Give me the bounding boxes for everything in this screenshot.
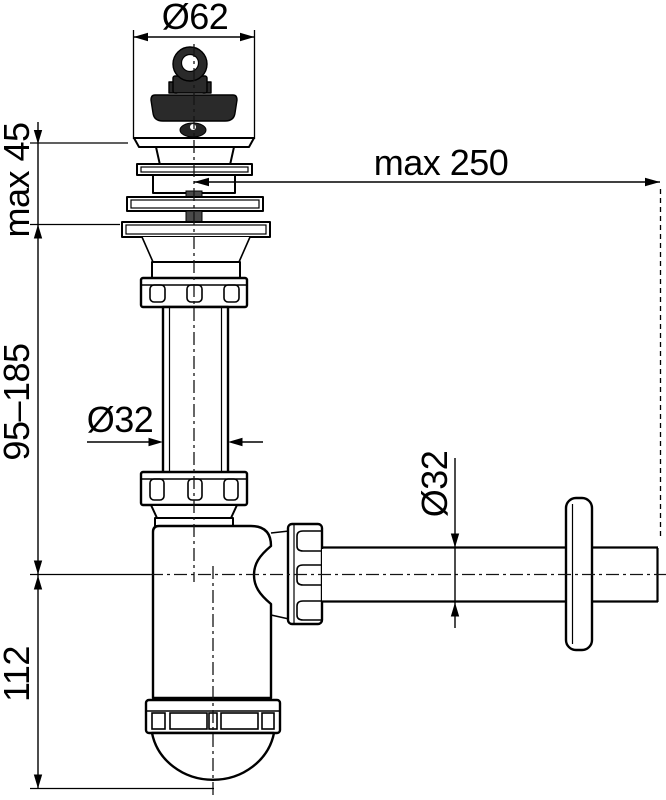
arrow-down-icon <box>450 533 460 548</box>
arrow-up-icon <box>33 575 43 590</box>
arrow-right-icon <box>645 177 660 187</box>
tube-union-nut-slot <box>223 478 239 501</box>
dimension-inlet-height: 95–185 <box>0 343 43 575</box>
tailpiece-collar <box>151 261 241 279</box>
arrow-right-icon <box>240 32 255 42</box>
arrow-down-icon <box>33 560 43 575</box>
dimension-inlet-diameter: Ø32 <box>87 399 263 447</box>
metal-washer-plate <box>126 196 264 212</box>
inlet-tube-inner-lines <box>168 307 223 473</box>
inlet-tube-wall <box>161 305 230 475</box>
arrow-left-icon <box>133 32 148 42</box>
dimension-label-wall-distance: max 250 <box>374 142 509 183</box>
arrow-left-icon <box>194 177 209 187</box>
centerlines <box>150 44 666 798</box>
extension-lines <box>30 573 214 790</box>
cup-nut-panel <box>169 712 208 730</box>
arrow-right-icon <box>148 437 163 447</box>
trap-body-assembly <box>144 522 324 781</box>
extension-lines <box>132 30 256 139</box>
shoulder-fill <box>142 237 250 262</box>
outlet-nut-slot <box>296 530 322 552</box>
dimension-label-trap-height: 112 <box>0 646 37 702</box>
dimension-label-outlet-diameter: Ø32 <box>414 451 455 518</box>
arrow-left-icon <box>228 437 243 447</box>
dimension-label-inlet-diameter: Ø32 <box>87 399 154 440</box>
plug-stopper <box>150 94 238 122</box>
upper-locknut-slot <box>223 284 240 303</box>
extension-lines <box>30 142 128 226</box>
trap-cup <box>150 731 276 781</box>
flange-screw-slot <box>190 124 196 130</box>
cup-nut-panel <box>220 712 259 730</box>
friction-washer-inner-line <box>125 224 267 235</box>
dimension-label-plug-diameter: Ø62 <box>162 0 229 37</box>
cup-nut-slot <box>151 712 166 730</box>
friction-washer-plate <box>121 221 271 238</box>
dimension-trap-height: 112 <box>0 573 214 790</box>
dimension-plug-diameter: Ø62 <box>132 0 256 139</box>
dimension-label-sink-thickness: max 45 <box>0 122 37 237</box>
arrow-up-icon <box>450 602 460 617</box>
drain-plug-assembly <box>150 46 238 138</box>
arrow-down-icon <box>33 774 43 789</box>
arrow-down-icon <box>33 130 43 144</box>
dimension-wall-distance: max 250 <box>194 142 662 540</box>
tube-union-nut-slot <box>149 478 165 501</box>
waste-flange-assembly <box>121 137 271 309</box>
metal-washer-inner-line <box>130 199 260 209</box>
dimension-sink-thickness: max 45 <box>0 122 128 239</box>
cup-nut-slot <box>261 712 275 730</box>
inlet-tube <box>139 305 249 527</box>
dimension-label-inlet-height: 95–185 <box>0 343 37 460</box>
tube-union-nut-slot <box>187 478 203 501</box>
arrow-up-icon <box>33 224 43 239</box>
outlet-nut-slot <box>296 600 322 621</box>
shoulder-lines <box>141 236 251 263</box>
dimension-outlet-diameter: Ø32 <box>414 451 460 628</box>
outlet-spout-lines <box>270 530 290 620</box>
flange-neck <box>155 146 235 166</box>
upper-locknut-slot <box>149 284 166 303</box>
trap-body <box>151 524 273 700</box>
plug-ring-hole <box>180 53 200 73</box>
